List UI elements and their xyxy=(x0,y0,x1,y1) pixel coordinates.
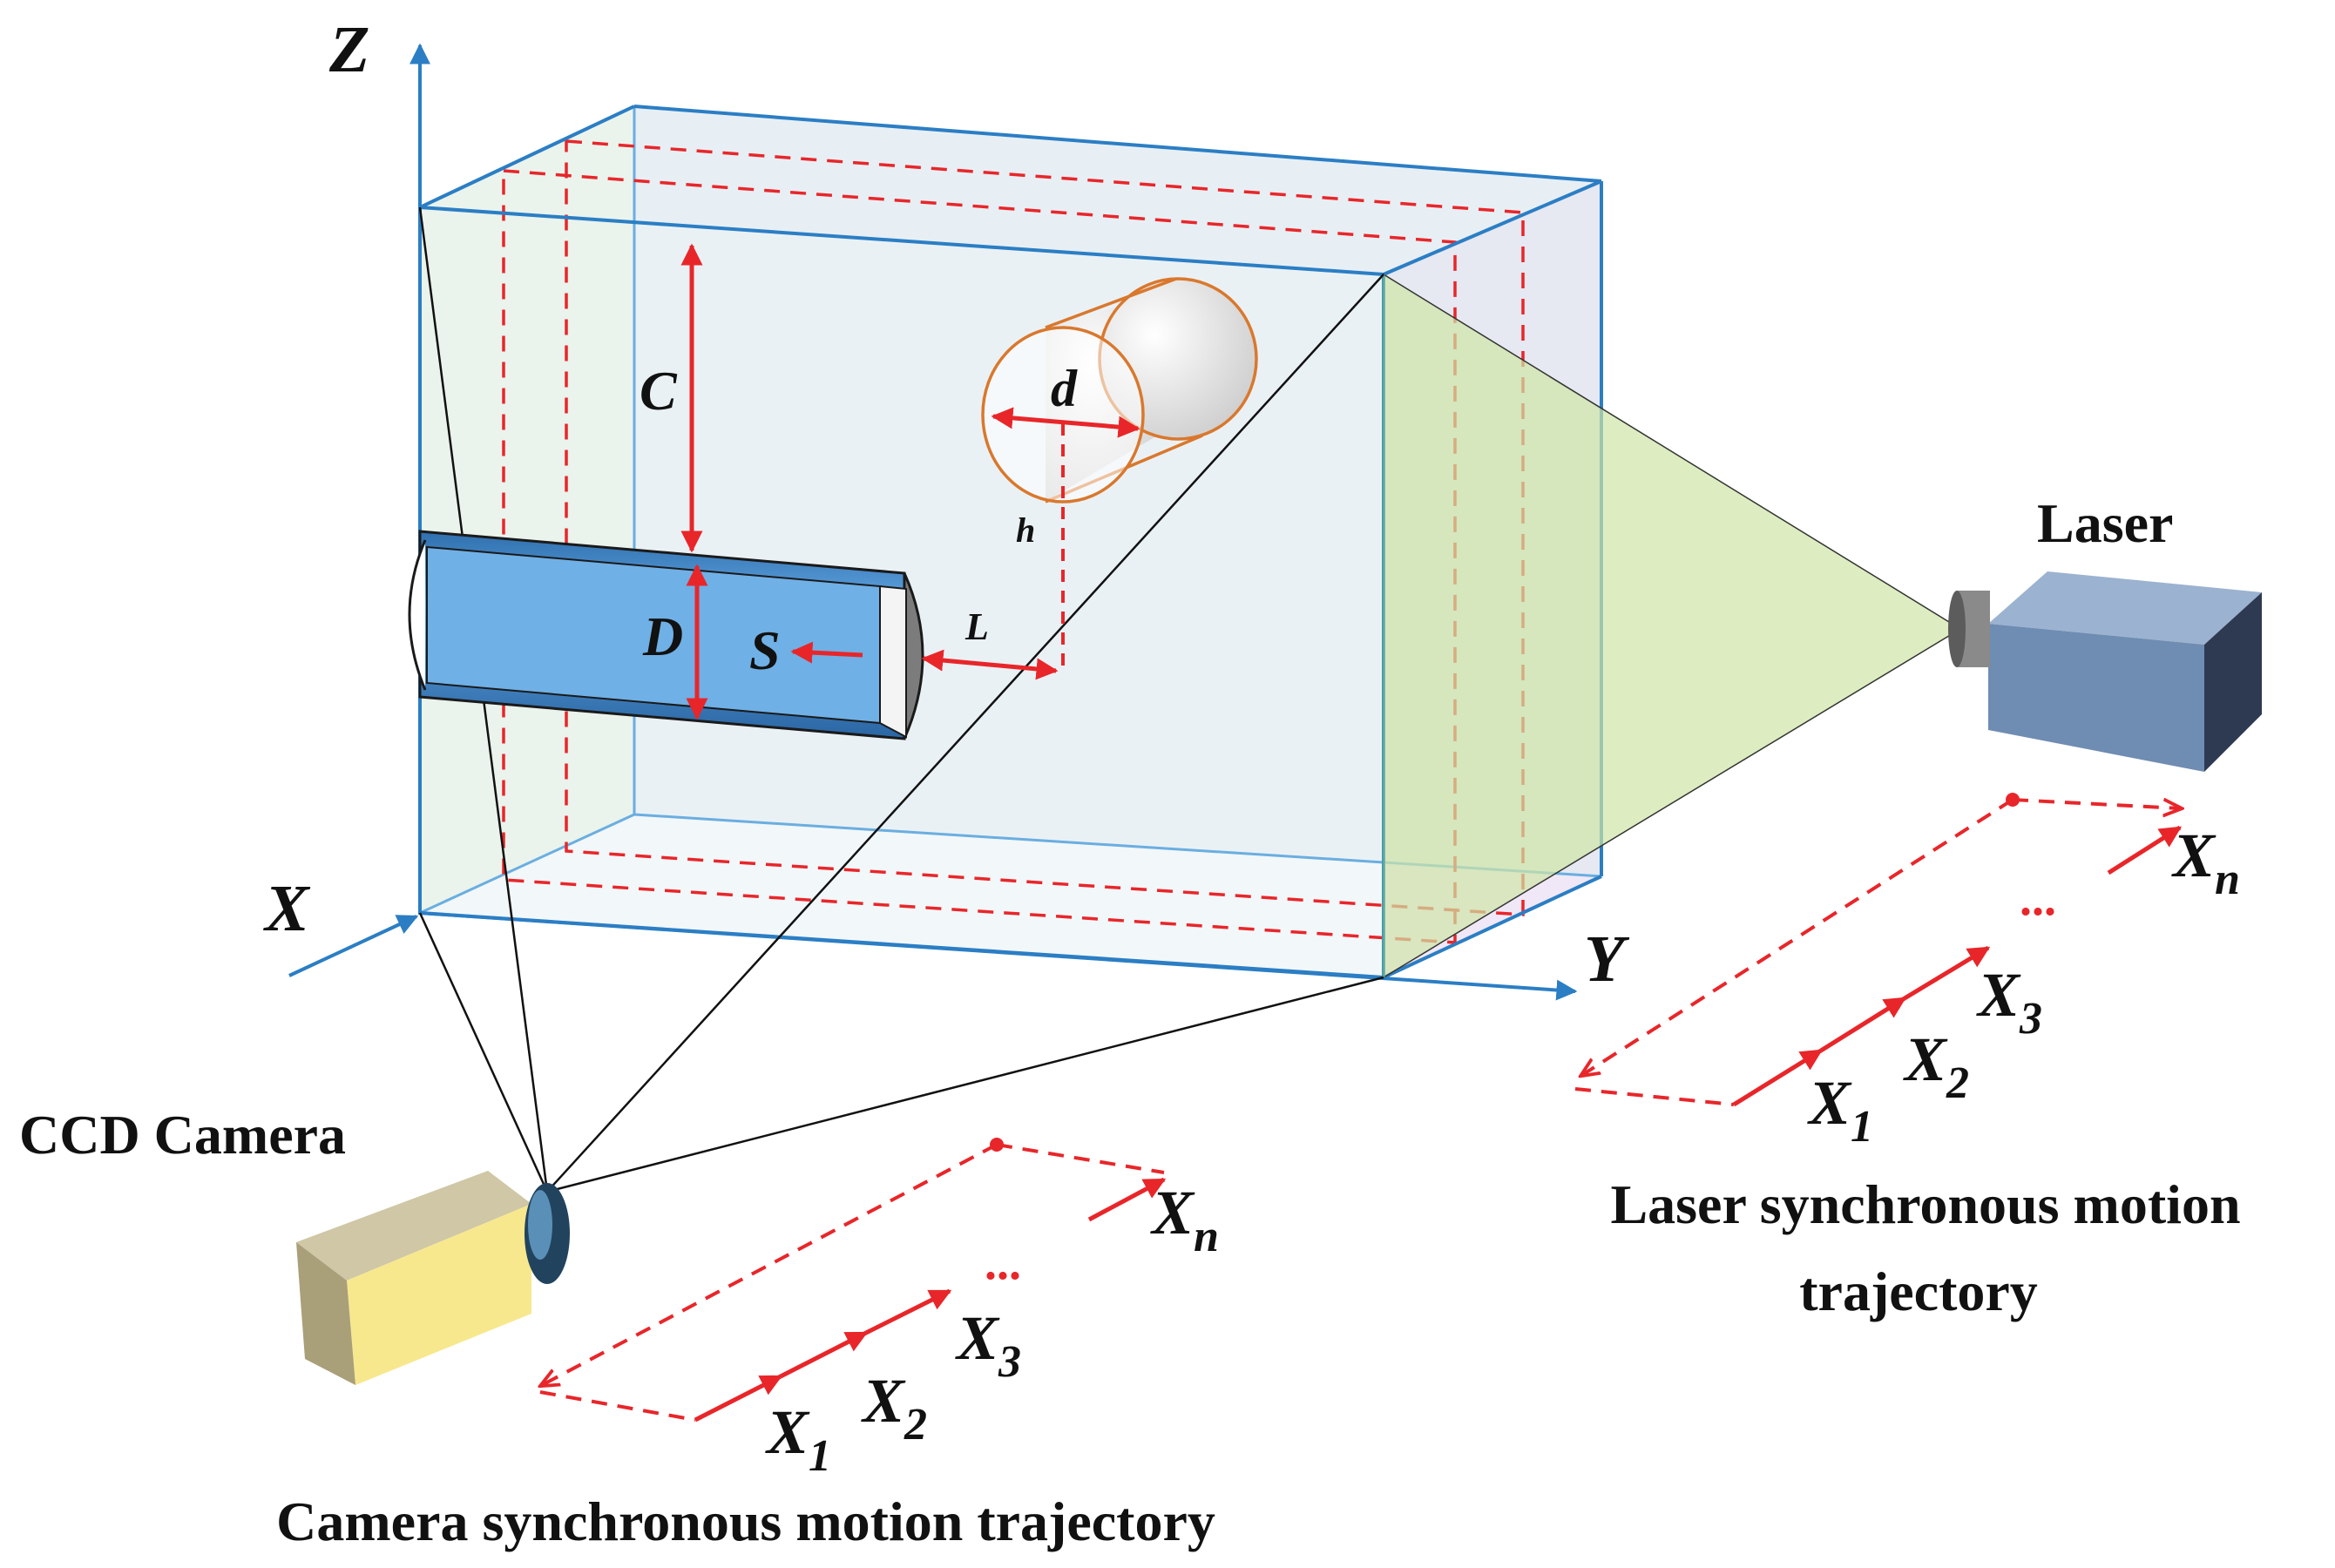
laser-label: Laser xyxy=(2037,492,2173,554)
box-left-face xyxy=(420,106,634,913)
camera-trajectory-ellipsis: ... xyxy=(985,1236,1021,1290)
laser-lens-face xyxy=(1948,591,1966,667)
dimension-small-d-label: d xyxy=(1051,360,1078,417)
laser-body-front xyxy=(1988,624,2204,772)
camera-trajectory-return-path xyxy=(996,1143,1165,1174)
laser-position-x2: X2 xyxy=(1903,1024,1969,1108)
dimension-s-arrow xyxy=(790,641,863,664)
dimension-d-label: D xyxy=(642,605,683,667)
dimension-s-label: S xyxy=(749,619,781,681)
laser-trajectory-diagonal xyxy=(1582,798,2014,1075)
dimension-c-label: C xyxy=(640,360,678,422)
laser-beam-fan xyxy=(1383,273,1962,979)
camera-trajectory-step-3 xyxy=(864,1288,952,1335)
dimension-l-label: L xyxy=(964,605,989,648)
ccd-camera-label: CCD Camera xyxy=(19,1104,346,1166)
box-edge xyxy=(1383,179,1602,276)
camera-position-x2: X2 xyxy=(861,1366,927,1450)
camera-trajectory-base xyxy=(539,1390,696,1422)
camera-position-xn: Xn xyxy=(1150,1178,1219,1261)
laser-device: Laser xyxy=(1948,492,2262,772)
cylinder-edge xyxy=(1045,277,1177,329)
camera-trajectory-caption: Camera synchronous motion trajectory xyxy=(276,1490,1215,1552)
laser-trajectory-caption-line1: Laser synchronous motion xyxy=(1610,1173,2240,1235)
tube-end-face xyxy=(879,585,907,739)
camera-trajectory: ... X1 X2 X3 Xn Camera synchronous motio… xyxy=(276,1138,1219,1552)
laser-trajectory-return-path xyxy=(2012,800,2180,808)
laser-position-x1: X1 xyxy=(1807,1068,1873,1152)
x-axis-label: X xyxy=(263,872,311,945)
box-edge xyxy=(1383,875,1602,979)
tube-nozzle xyxy=(408,530,924,740)
dimension-h-label: h xyxy=(1016,510,1035,550)
y-axis-label: Y xyxy=(1584,923,1630,996)
ccd-camera-device: CCD Camera xyxy=(19,1104,570,1385)
box-edge xyxy=(419,813,635,915)
camera-body-front xyxy=(347,1204,531,1385)
camera-body-side xyxy=(296,1242,355,1385)
laser-trajectory-step-3 xyxy=(1903,945,1991,1001)
dimension-small-d-arrow xyxy=(991,407,1140,438)
camera-field-of-view xyxy=(418,206,1384,1193)
laser-trajectory-caption-line2: trajectory xyxy=(1799,1260,2038,1322)
z-axis-label: Z xyxy=(328,13,369,86)
camera-position-x1: X1 xyxy=(765,1397,831,1481)
camera-position-x3: X3 xyxy=(955,1303,1021,1387)
box-edge xyxy=(419,105,635,209)
camera-trajectory-diagonal xyxy=(542,1143,998,1385)
box-edge xyxy=(633,105,1602,183)
dimension-l-arrow xyxy=(921,649,1059,680)
laser-trajectory-ellipsis: ... xyxy=(2020,872,2056,926)
camera-lens-highlight xyxy=(528,1190,552,1260)
laser-trajectory-base xyxy=(1574,1087,1735,1106)
laser-trajectory-step-n xyxy=(2107,825,2183,875)
camera-trajectory-step-2 xyxy=(779,1330,869,1379)
camera-trajectory-step-n xyxy=(1087,1177,1167,1222)
dimension-annotations: C D S L d h xyxy=(640,243,1140,720)
x-axis xyxy=(288,915,419,977)
laser-body-top xyxy=(1988,571,2262,645)
laser-trajectory-step-1 xyxy=(1732,1048,1824,1107)
tube-left-opening xyxy=(408,539,427,691)
laser-trajectory: ... X1 X2 X3 Xn Laser synchronous motion… xyxy=(1574,793,2241,1322)
laser-position-x3: X3 xyxy=(1976,960,2042,1044)
laser-body-side xyxy=(2204,592,2262,772)
camera-body-top xyxy=(296,1171,531,1281)
laser-trajectory-step-2 xyxy=(1819,996,1907,1053)
laser-position-xn: Xn xyxy=(2171,821,2240,904)
camera-trajectory-step-1 xyxy=(694,1374,783,1423)
